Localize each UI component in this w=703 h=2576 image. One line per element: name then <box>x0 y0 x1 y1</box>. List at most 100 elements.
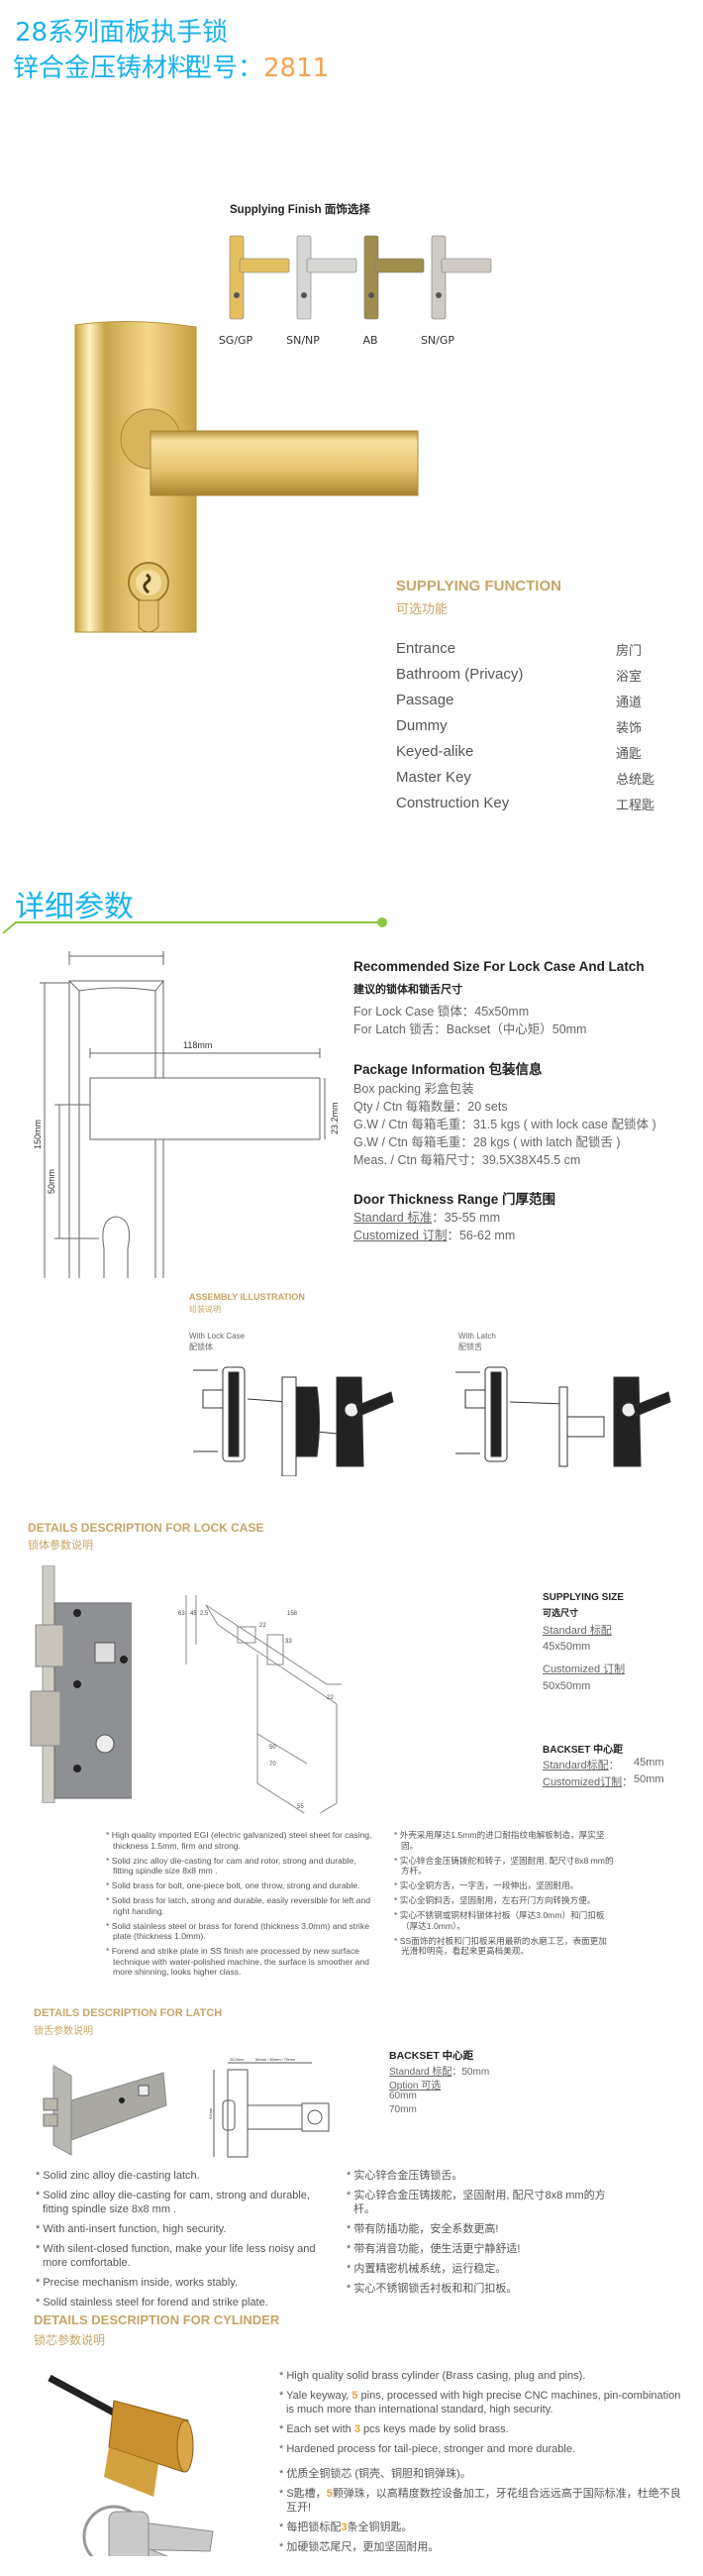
cylinder-bullet-cn: * 加硬锁芯尾尺，更加坚固耐用。 <box>279 2541 440 2553</box>
recommended-line: For Lock Case 锁体：45x50mm <box>353 1005 530 1019</box>
assembly-latch-image <box>455 1362 703 1476</box>
diagram-label: 70 <box>269 1762 276 1768</box>
bullet-item: * 实心全铜斜舌，坚固耐用，左右开门方向转换方便。 <box>394 1895 596 1905</box>
key-count-cn: 3 <box>341 2522 348 2533</box>
bullet-item: * High quality imported EGI (electric ga… <box>106 1830 372 1851</box>
package-title: Package Information 包装信息 <box>353 1062 543 1077</box>
cylinder-keys-image <box>40 2373 228 2556</box>
bullet-item: * 实心不锈钢锁舌衬板和和门扣板。 <box>347 2283 518 2295</box>
finish-option <box>430 234 493 323</box>
latch-diagram: 25.5mm 50mm / 60mm / 70mm 62mm <box>208 2056 337 2160</box>
function-item: Dummy 装饰 <box>396 717 673 736</box>
diagram-label: 2.5 <box>200 1611 209 1617</box>
bullet-text: * S匙槽， <box>279 2488 327 2500</box>
finish-title: Supplying Finish 面饰选择 <box>230 204 370 216</box>
supplying-size-subtitle: 可选尺寸 <box>543 1608 579 1618</box>
bullet-text: * Yale keyway, <box>279 2390 352 2402</box>
pin-count: 5 <box>352 2390 358 2402</box>
latch-title: DETAILS DESCRIPTION FOR LATCH <box>34 2007 223 2019</box>
finish-option <box>228 234 291 323</box>
cylinder-bullet: * Each set with 3 pcs keys made by solid… <box>279 2422 683 2436</box>
finish-label: SN/NP <box>286 334 320 347</box>
function-name: Entrance <box>396 640 456 657</box>
main-handle-image <box>69 315 426 642</box>
bullet-item: * 实心锌合金压铸拨舵，坚固耐用, 配尺寸8x8 mm的方杆。 <box>347 2190 606 2215</box>
backset-standard-label: Standard标配 <box>543 1760 609 1771</box>
bullet-item: * 实心锌合金压铸拨舵和转子，坚固耐用, 配尺寸8x8 mm的方杆。 <box>394 1855 614 1877</box>
diagram-label: 55 <box>297 1804 304 1810</box>
diagram-label: 158 <box>287 1611 298 1617</box>
bullet-text: * Each set with <box>279 2423 354 2435</box>
bullet-item: * Solid brass for latch, strong and dura… <box>106 1895 371 1916</box>
cylinder-bullet-cn: * S匙槽，5颗弹珠，以高精度数控设备加工，牙花组合远远高于国际标准，杜绝不良互… <box>279 2487 683 2515</box>
bullet-item: * Solid zinc alloy die-casting latch. <box>36 2170 200 2182</box>
door-custom-value: ：56-62 mm <box>447 1229 516 1242</box>
function-name-cn: 通匙 <box>616 747 643 762</box>
backset-custom: Customized订制：50mm <box>543 1773 664 1788</box>
dimension-drawing: 48mm 118mm 23.2mm 150mm 50mm <box>25 951 352 1288</box>
cylinder-bullet: * High quality solid brass cylinder (Bra… <box>279 2370 586 2382</box>
function-name: Dummy <box>396 717 448 734</box>
diagram-label: 63 <box>178 1611 185 1617</box>
door-standard: Standard 标准：35-55 mm <box>353 1207 500 1226</box>
door-standard-value: ：35-55 mm <box>432 1211 500 1225</box>
package-line: G.W / Ctn 每箱毛重：28 kgs ( with latch 配锁舌 ) <box>353 1135 621 1149</box>
bullet-item: * Precise mechanism inside, works stably… <box>36 2277 238 2289</box>
latch-bullets-cn: * 实心锌合金压铸锁舌。 * 实心锌合金压铸拨舵，坚固耐用, 配尺寸8x8 mm的… <box>347 2169 614 2302</box>
cylinder-subtitle: 锁芯参数说明 <box>34 2333 106 2347</box>
lockcase-subtitle: 锁体参数说明 <box>28 1539 93 1552</box>
function-name-cn: 通道 <box>616 696 643 710</box>
function-item: Entrance 房门 <box>396 640 673 659</box>
latch-bullets-en: * Solid zinc alloy die-casting latch.* S… <box>36 2169 323 2315</box>
bullet-item: * With silent-closed function, make your… <box>36 2243 316 2269</box>
door-custom-label: Customized 订制 <box>353 1229 448 1242</box>
cylinder-title: DETAILS DESCRIPTION FOR CYLINDER <box>34 2312 280 2327</box>
details-title: 详细参数 <box>15 890 134 924</box>
latch-subtitle: 锁舌参数说明 <box>34 2026 93 2037</box>
bullet-item: * 内置精密机械系统，运行稳定。 <box>347 2263 507 2275</box>
lockcase-diagram: 63 45 2.5 22 158 33 22 50 70 55 <box>178 1585 366 1813</box>
cylinder-bullets-cn: * 优质全铜锁芯 (铜壳、铜胆和铜弹珠)。 * S匙槽，5颗弹珠，以高精度数控设… <box>279 2467 683 2560</box>
product-title: 28系列面板执手锁 <box>15 18 229 48</box>
latch-caption-cn: 配锁舌 <box>458 1342 482 1351</box>
lockcase-bullets-en: * High quality imported EGI (electric ga… <box>106 1830 373 1982</box>
cylinder-bullets-en: * High quality solid brass cylinder (Bra… <box>279 2369 683 2462</box>
section-divider <box>2 917 387 934</box>
dim-lever: 118mm <box>183 1040 212 1050</box>
function-name: Construction Key <box>396 795 510 811</box>
bullet-item: * 带有防插功能，安全系数更高! <box>347 2223 499 2235</box>
key-count: 3 <box>353 2423 360 2435</box>
model-number: 2811 <box>263 54 330 83</box>
latch-backset-title: BACKSET 中心距 <box>389 2050 474 2062</box>
dim-height: 150mm <box>33 1120 43 1149</box>
function-name-cn: 房门 <box>616 644 643 659</box>
diagram-label: 45 <box>190 1611 197 1617</box>
bullet-text: * 每把锁标配 <box>279 2522 342 2533</box>
bullet-item: * 实心不锈钢或铜材料锁体衬板（厚达3.0mm）和门扣板（厚达1.0mm）。 <box>394 1910 605 1931</box>
bullet-item: * Solid stainless steel or brass for for… <box>106 1920 370 1942</box>
latch-option-label: Option 可选 <box>389 2081 442 2092</box>
lockcase-image <box>28 1565 132 1803</box>
latch-dim-top2: 50mm / 60mm / 70mm <box>255 2057 296 2062</box>
handle-swatch <box>229 235 290 320</box>
finish-label: SG/GP <box>218 334 253 347</box>
function-name-cn: 装饰 <box>616 721 643 736</box>
function-item: Bathroom (Privacy)浴室 <box>396 666 673 685</box>
handle-swatch <box>431 235 492 320</box>
bullet-text: 颗弹珠，以高精度数控设备加工，牙花组合远远高于国际标准，杜绝不良互开! <box>286 2488 681 2514</box>
lockcase-bullets-cn: * 外壳采用厚达1.5mm的进口耐指纹电解板制造，厚实坚固。* 实心锌合金压铸拨… <box>394 1830 614 1961</box>
bullet-text: pins, processed with high precise CNC ma… <box>286 2390 681 2415</box>
bullet-item: * With anti-insert function, high securi… <box>36 2223 227 2235</box>
diagram-label: 33 <box>285 1639 292 1645</box>
bullet-item: * 带有消音功能，使生活更宁静舒适! <box>347 2243 521 2255</box>
dim-lever-height: 23.2mm <box>330 1102 340 1134</box>
cylinder-bullet: * Hardened process for tail-piece, stron… <box>279 2443 575 2455</box>
dim-center: 50mm <box>47 1169 56 1194</box>
latch-dim-top: 25.5mm <box>230 2057 245 2062</box>
diagram-label: 22 <box>259 1623 266 1629</box>
backset-custom-value: 50mm <box>634 1773 664 1785</box>
size-standard-label: Standard 标配 <box>543 1625 612 1637</box>
bullet-item: * 实心锌合金压铸锁舌。 <box>347 2170 463 2182</box>
